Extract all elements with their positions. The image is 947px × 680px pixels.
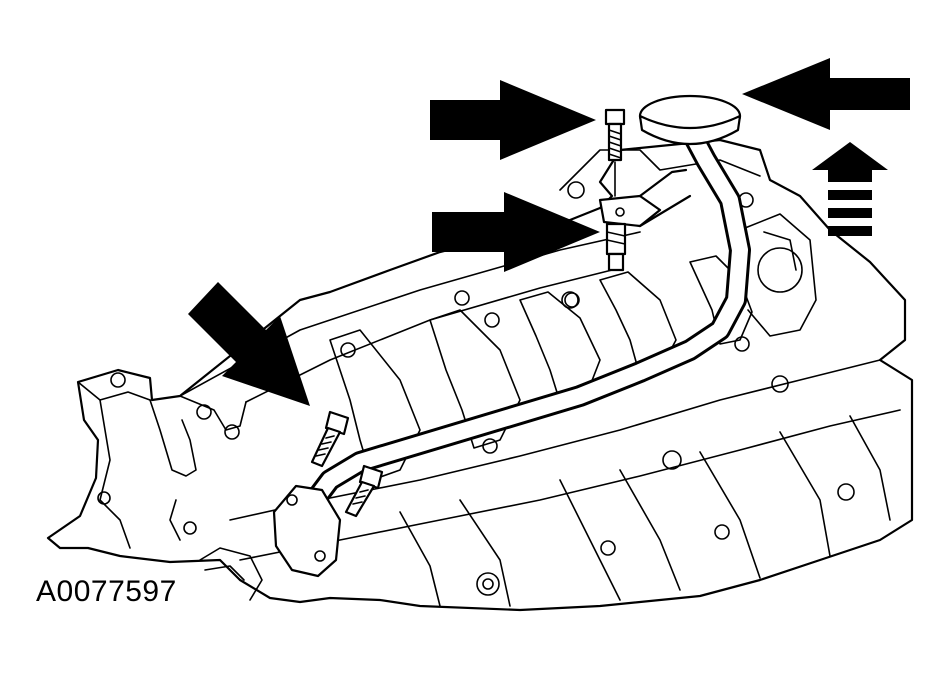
arrow-left-icon — [742, 58, 910, 130]
oil-pickup-tube — [272, 119, 751, 578]
tube-flange-bolts — [310, 410, 384, 518]
engine-block — [46, 138, 914, 612]
callout-arrows — [188, 58, 910, 406]
crankshaft — [196, 213, 817, 481]
arrow-down-right-icon — [188, 282, 310, 406]
arrow-right-icon — [432, 192, 600, 272]
pickup-screen — [638, 94, 742, 145]
bracket-bolt — [604, 108, 626, 197]
arrow-right-icon — [430, 80, 596, 160]
bracket-stud — [605, 222, 627, 272]
front-indicator-icon — [812, 142, 888, 236]
tube-bolt-lower — [344, 464, 384, 518]
tube-bolt-upper — [310, 410, 350, 468]
figure-id-label: A0077597 — [36, 575, 177, 608]
